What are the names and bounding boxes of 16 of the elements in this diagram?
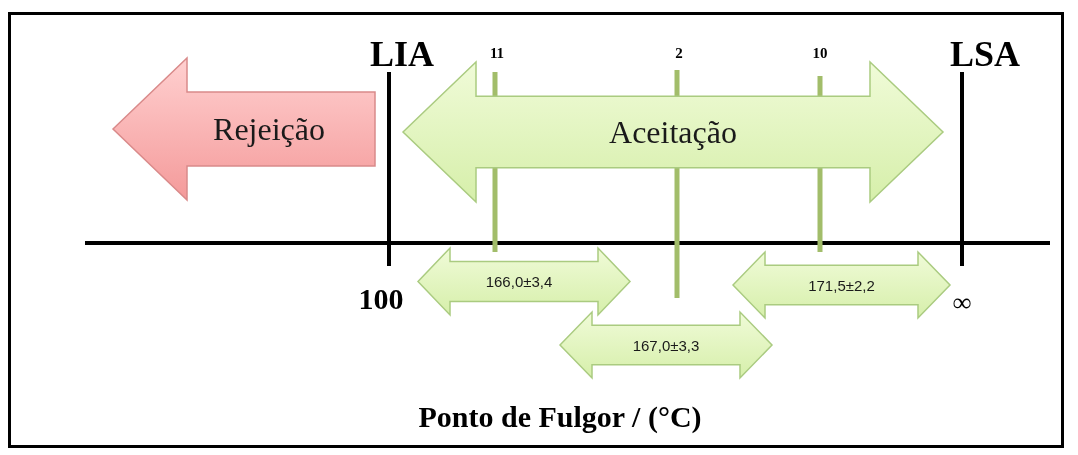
limit-label: LIA: [370, 36, 434, 72]
sample-number: 2: [675, 46, 683, 61]
double-arrow-shape: [733, 252, 950, 318]
axis-value: 100: [358, 284, 404, 314]
axis-title: Ponto de Fulgor / (°C): [418, 402, 702, 432]
limit-label: LSA: [950, 36, 1020, 72]
axis-value: ∞: [952, 290, 972, 316]
sample-number: 11: [489, 46, 505, 61]
sample-number: 10: [812, 46, 828, 61]
arrow-label: 171,5±2,2: [808, 276, 875, 294]
arrow-label: Aceitação: [609, 113, 737, 151]
arrow-label: 166,0±3,4: [485, 273, 553, 290]
double-arrow-shape: [418, 248, 630, 315]
double-arrow-shape: [560, 312, 772, 378]
arrow-label: 167,0±3,3: [632, 336, 700, 354]
arrow-label: Rejeição: [213, 110, 325, 148]
